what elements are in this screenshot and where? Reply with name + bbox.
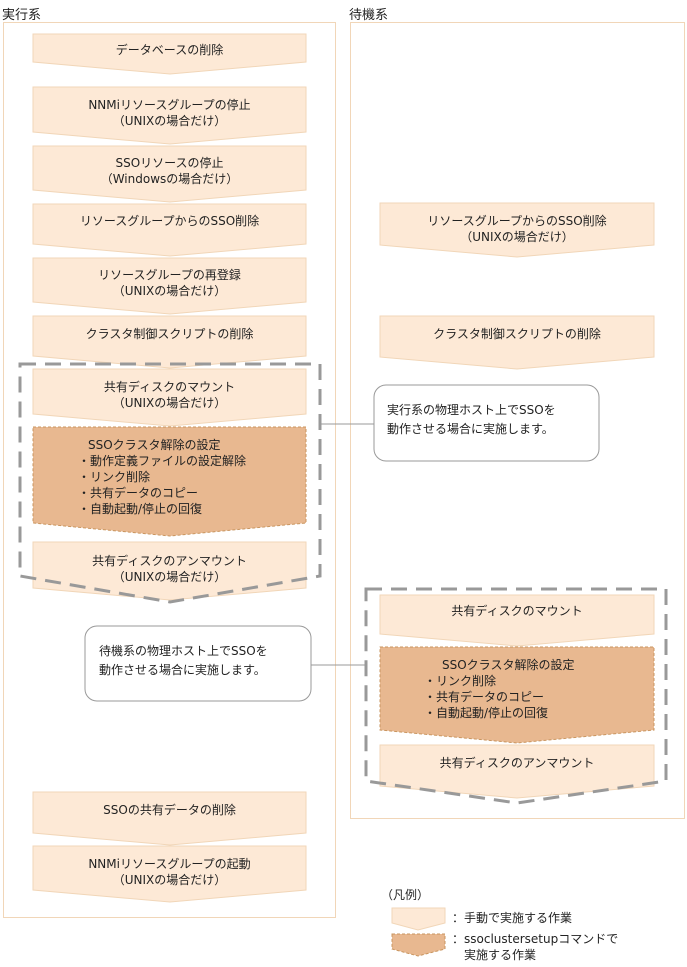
standby-step-4-title: SSOクラスタ解除の設定: [442, 658, 575, 672]
active-system-panel: [3, 22, 336, 918]
active-step-9-arrow: [32, 541, 307, 601]
active-step-5-line: （UNIXの場合だけ）: [112, 284, 227, 298]
standby-callout-box: [84, 625, 312, 702]
active-step-2-arrow: [32, 86, 307, 145]
active-step-3-line: SSOリソースの停止: [115, 156, 224, 170]
standby-step-3-arrow: [379, 594, 655, 647]
standby-callout-line: 動作させる場合に実施します。: [99, 663, 266, 677]
active-callout-line: 動作させる場合に実施します。: [387, 422, 554, 436]
active-step-7-arrow: [32, 368, 307, 427]
active-step-8-arrow: [32, 426, 307, 537]
active-step-1-line: データベースの削除: [115, 43, 224, 57]
standby-step-1-line: リソースグループからのSSO削除: [427, 214, 607, 228]
active-step-11-line: （UNIXの場合だけ）: [112, 873, 227, 887]
active-step-8-item: ・動作定義ファイルの設定解除: [78, 454, 247, 468]
active-step-10: SSOの共有データの削除: [33, 802, 306, 818]
standby-step-1: リソースグループからのSSO削除 （UNIXの場合だけ）: [380, 213, 654, 245]
active-step-6-line: クラスタ制御スクリプトの削除: [85, 327, 254, 341]
legend-command-label: ：ssoclustersetupコマンドで 実施する作業: [452, 931, 618, 963]
active-step-11-arrow: [32, 845, 307, 903]
legend-command-shape: [391, 933, 446, 957]
active-step-3: SSOリソースの停止 （Windowsの場合だけ）: [33, 155, 306, 187]
active-step-8-title: SSOクラスタ解除の設定: [88, 438, 221, 452]
active-step-7-line: 共有ディスクのマウント: [103, 380, 236, 394]
active-step-4: リソースグループからのSSO削除: [33, 213, 306, 229]
standby-step-5: 共有ディスクのアンマウント: [380, 755, 654, 771]
standby-step-5-line: 共有ディスクのアンマウント: [439, 756, 595, 770]
active-system-title: 実行系: [2, 8, 42, 23]
standby-step-1-line: （UNIXの場合だけ）: [460, 230, 574, 244]
standby-callout-line: 待機系の物理ホスト上でSSOを: [99, 644, 268, 658]
active-step-1-arrow: [32, 33, 307, 75]
active-step-8-item: ・共有データのコピー: [78, 486, 199, 500]
standby-dashed-group: [364, 587, 668, 805]
standby-step-4-arrow: [379, 646, 655, 744]
legend-command-line: ：ssoclustersetupコマンドで: [452, 932, 619, 946]
active-dashed-group: [18, 362, 322, 604]
standby-step-5-arrow: [379, 744, 655, 799]
active-step-11: NNMiリソースグループの起動 （UNIXの場合だけ）: [33, 856, 306, 888]
standby-step-2-line: クラスタ制御スクリプトの削除: [433, 327, 601, 341]
active-step-3-arrow: [32, 145, 307, 203]
active-callout-box: [373, 384, 600, 462]
active-step-10-arrow: [32, 791, 307, 846]
active-step-9: 共有ディスクのアンマウント （UNIXの場合だけ）: [33, 553, 306, 585]
standby-step-3: 共有ディスクのマウント: [380, 603, 654, 619]
active-step-5-arrow: [32, 257, 307, 315]
active-step-2: NNMiリソースグループの停止 （UNIXの場合だけ）: [33, 97, 306, 129]
active-step-8: SSOクラスタ解除の設定 ・動作定義ファイルの設定解除 ・リンク削除 ・共有デー…: [78, 437, 306, 517]
standby-step-2-arrow: [379, 315, 655, 370]
standby-step-4: SSOクラスタ解除の設定 ・リンク削除 ・共有データのコピー ・自動起動/停止の…: [424, 657, 654, 721]
standby-step-3-line: 共有ディスクのマウント: [451, 604, 583, 618]
active-step-6-arrow: [32, 315, 307, 369]
active-step-2-line: NNMiリソースグループの停止: [88, 98, 251, 112]
active-step-8-item: ・リンク削除: [78, 470, 151, 484]
active-step-6: クラスタ制御スクリプトの削除: [33, 326, 306, 342]
standby-step-2: クラスタ制御スクリプトの削除: [380, 326, 654, 342]
standby-step-4-item: ・リンク削除: [424, 674, 497, 688]
standby-step-4-item: ・自動起動/停止の回復: [424, 706, 549, 720]
legend-manual-label: ：手動で実施する作業: [452, 911, 573, 925]
active-step-2-line: （UNIXの場合だけ）: [112, 114, 227, 128]
active-step-7-line: （UNIXの場合だけ）: [112, 396, 227, 410]
active-step-4-arrow: [32, 203, 307, 257]
active-step-11-line: NNMiリソースグループの起動: [88, 857, 251, 871]
active-callout-line: 実行系の物理ホスト上でSSOを: [387, 403, 556, 417]
standby-system-panel: [350, 22, 685, 819]
active-callout-text: 実行系の物理ホスト上でSSOを 動作させる場合に実施します。: [387, 401, 556, 439]
standby-step-1-arrow: [379, 202, 655, 258]
active-step-5: リソースグループの再登録 （UNIXの場合だけ）: [33, 267, 306, 299]
active-step-1: データベースの削除: [33, 42, 306, 58]
standby-step-4-item: ・共有データのコピー: [424, 690, 545, 704]
legend-title: （凡例）: [381, 888, 430, 902]
active-step-10-line: SSOの共有データの削除: [103, 803, 236, 817]
active-step-4-line: リソースグループからのSSO削除: [79, 214, 260, 228]
legend-manual-shape: [391, 907, 446, 931]
active-step-9-line: （UNIXの場合だけ）: [112, 570, 227, 584]
legend-command-line: 実施する作業: [452, 948, 537, 962]
active-step-7: 共有ディスクのマウント （UNIXの場合だけ）: [33, 379, 306, 411]
standby-callout-text: 待機系の物理ホスト上でSSOを 動作させる場合に実施します。: [99, 642, 268, 680]
active-step-3-line: （Windowsの場合だけ）: [100, 172, 239, 186]
active-step-9-line: 共有ディスクのアンマウント: [92, 554, 247, 568]
active-step-8-item: ・自動起動/停止の回復: [78, 502, 203, 516]
active-step-5-line: リソースグループの再登録: [98, 268, 241, 282]
standby-system-title: 待機系: [349, 8, 389, 23]
